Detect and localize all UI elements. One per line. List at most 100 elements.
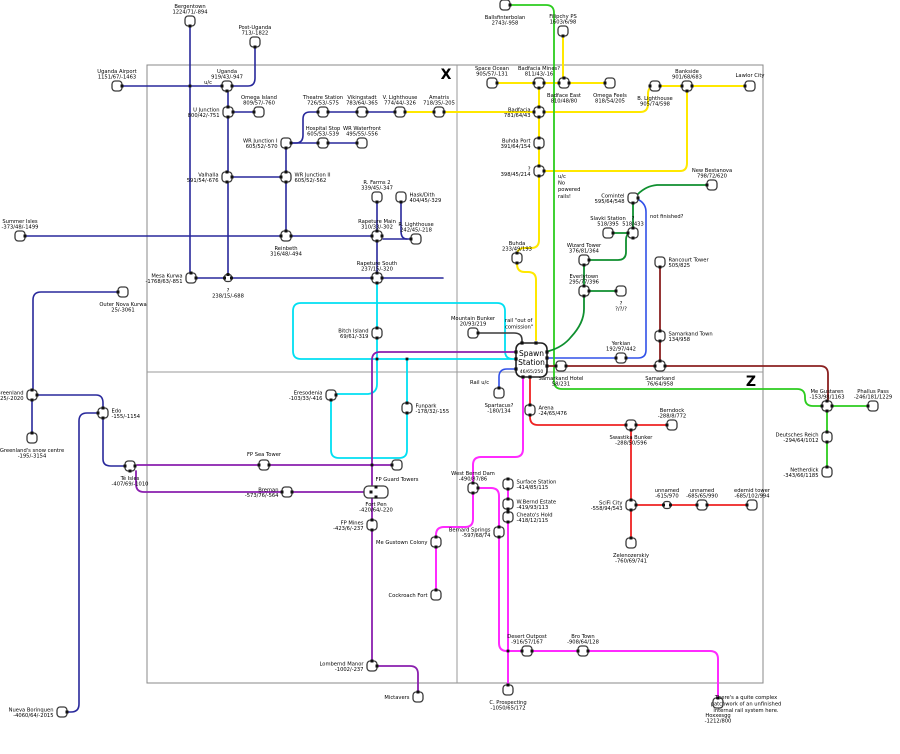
station-coords: 25/-3061 — [111, 308, 134, 314]
station-name: Post-Uganda — [239, 25, 272, 31]
station — [502, 477, 514, 491]
station-name: FP Guard Towers — [376, 477, 419, 483]
station-connector-dot — [375, 281, 379, 285]
station-coords: -288/8/772 — [658, 414, 686, 420]
station-connector-dot — [631, 226, 635, 230]
station-connector-dot — [537, 136, 541, 140]
station-connector-dot — [576, 649, 580, 653]
station-name: ? — [528, 167, 531, 173]
station-connector-dot — [434, 588, 438, 592]
station — [821, 465, 833, 478]
construction-note: u/c — [558, 174, 566, 180]
station — [502, 497, 514, 511]
station — [654, 329, 666, 343]
station-coords: 818/54/205 — [595, 99, 625, 105]
station-name: FP Mines — [341, 521, 364, 527]
station-coords: -908/64/128 — [567, 640, 599, 646]
station-connector-dot — [830, 404, 834, 408]
station-connector-dot — [370, 276, 374, 280]
construction-note: powered — [558, 187, 580, 193]
station-name: Lawlor City — [736, 73, 765, 79]
station-coords: 605/52/-570 — [246, 144, 278, 150]
station-connector-dot — [745, 503, 749, 507]
station — [111, 80, 124, 92]
station-connector-dot — [409, 237, 413, 241]
station-name: Samarkand Town — [669, 332, 713, 338]
spawn-name-2: Station — [518, 358, 545, 367]
station-name: West Bernd Dam — [451, 471, 495, 477]
station-connector-dot — [506, 497, 510, 501]
station-connector-dot — [226, 115, 230, 119]
station-name: Phallus Pass — [857, 389, 889, 395]
station — [665, 419, 678, 431]
station-connector-dot — [537, 86, 541, 90]
station-name: Edo — [112, 409, 122, 415]
station — [390, 459, 403, 471]
station — [532, 77, 546, 90]
station-connector-dot — [369, 490, 373, 494]
station — [499, 0, 512, 11]
station — [557, 76, 571, 89]
station — [820, 399, 834, 413]
station — [662, 500, 672, 510]
station — [493, 525, 505, 539]
station-coords: -294/64/1012 — [783, 438, 818, 444]
rail-line-spawn-fortpen — [371, 351, 517, 486]
station-connector-dot — [537, 164, 541, 168]
station-connector-dot — [634, 503, 638, 507]
station-connector-dot — [506, 487, 510, 491]
station-coords: 901/68/683 — [672, 75, 702, 81]
station-name: WR Junction II — [295, 173, 331, 179]
station-connector-dot — [528, 403, 532, 407]
rail-line-green-long — [509, 4, 822, 407]
rail-line-spawn-everlytown — [548, 296, 585, 352]
station-name: Bankside — [675, 69, 699, 75]
station-connector-dot — [225, 89, 229, 93]
station-coords: 919/43/-947 — [211, 75, 243, 81]
station-connector-dot — [230, 175, 234, 179]
station-connector-dot — [532, 110, 536, 114]
station-coords: -1050/65/172 — [490, 706, 525, 712]
station — [116, 286, 129, 298]
station-connector-dot — [662, 503, 665, 507]
station — [26, 388, 39, 402]
station-name: Valhalla — [198, 173, 218, 179]
station-connector-dot — [564, 364, 568, 368]
station-connector-dot — [542, 81, 546, 85]
rail-line-wbd-cockroach — [435, 492, 474, 591]
station — [366, 659, 379, 672]
station-coords: 376/81/364 — [569, 249, 600, 255]
station-coords: 242/45/-218 — [400, 228, 432, 234]
spawn-station — [514, 341, 549, 379]
station-coords: 76/64/958 — [647, 382, 674, 388]
station-connector-dot — [532, 81, 536, 85]
station-coords: -180/134 — [487, 409, 511, 415]
station-connector-dot — [626, 231, 630, 235]
station-connector-dot — [614, 289, 618, 293]
station-connector-dot — [101, 416, 105, 420]
station — [366, 518, 378, 532]
station-connector-dot — [665, 423, 669, 427]
station-connector-dot — [562, 76, 566, 80]
station-name: Mictavers — [384, 695, 409, 701]
station-coords: -153/98/1163 — [809, 395, 844, 401]
station-connector-dot — [497, 525, 501, 529]
station-coords: 233/49/193 — [502, 247, 532, 253]
station-name: Comintel — [601, 194, 624, 200]
station — [222, 105, 235, 119]
station-connector-dot — [279, 175, 283, 179]
station — [316, 106, 330, 118]
station — [695, 499, 709, 511]
station-connector-dot — [658, 329, 662, 333]
station-connector-dot — [375, 239, 379, 243]
station — [371, 326, 383, 340]
station-connector-dot — [537, 174, 541, 178]
station-coords: 781/64/43 — [504, 113, 531, 119]
station-connector-dot — [506, 477, 510, 481]
station — [96, 406, 109, 420]
station — [524, 403, 536, 417]
station-name: Uganda Airport — [97, 69, 136, 75]
station-connector-dot — [290, 490, 294, 494]
station-connector-dot — [230, 84, 234, 88]
station-coords: 495/55/-556 — [346, 132, 378, 138]
